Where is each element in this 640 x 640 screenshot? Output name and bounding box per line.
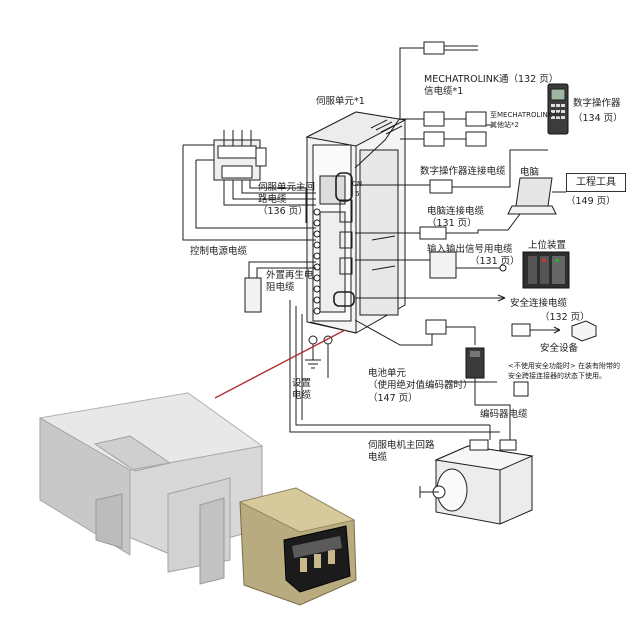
regen-resistor-label: 外置再生电	[266, 270, 314, 281]
pc-cable-label: 电脑连接电缆	[427, 206, 485, 217]
motor-cable-label-2: 电缆	[368, 452, 388, 463]
pc-cable-page: （131 页）	[427, 218, 477, 229]
main-circuit-cable-page: （136 页）	[258, 206, 308, 217]
mechatrolink-cable-label-2: 信电缆*1	[424, 86, 464, 97]
mechatrolink-connector-icon	[423, 41, 487, 147]
mechatrolink-iii-label: 至MECHATROLINK-III	[490, 111, 561, 119]
mechatrolink-cable-label: MECHATROLINK通（132 页）	[424, 74, 559, 85]
safety-plug-icon	[511, 320, 597, 397]
plc-host-icon	[522, 251, 570, 289]
safety-cable-label: 安全连接电缆	[510, 298, 568, 309]
laptop-icon	[507, 177, 566, 215]
battery-unit-page: （147 页）	[368, 393, 418, 404]
battery-unit-label-2: （使用绝对值编码器时）	[368, 380, 473, 391]
battery-unit-label: 电池单元	[368, 368, 407, 379]
digital-operator-icon	[547, 83, 569, 135]
cn6-port-label: 6	[355, 190, 360, 198]
control-power-cable-label: 控制电源电缆	[190, 246, 248, 257]
ieee1394-connector-photo	[38, 392, 357, 606]
pointer-line	[214, 329, 346, 399]
encoder-cable-label: 编码器电缆	[480, 409, 528, 420]
servo-drive-icon	[305, 111, 407, 334]
mechatrolink-iii-label-2: 其他站*2	[490, 121, 519, 129]
digital-operator-label: 数字操作器	[573, 98, 621, 109]
digital-operator-cable-label: 数字操作器连接电缆	[420, 166, 506, 177]
regen-resistor-label-2: 阻电缆	[266, 282, 295, 293]
cn-port-label: CN	[352, 180, 363, 188]
main-circuit-cable-label-2: 路电缆	[258, 194, 287, 205]
engineering-tool-page: （149 页）	[566, 196, 616, 207]
host-device-label: 上位装置	[528, 240, 567, 251]
safety-note-2: 安全跨接连接器的状态下使用。	[508, 372, 606, 380]
servo-motor-icon	[419, 439, 534, 525]
ground-cable-label: 设置	[292, 378, 312, 389]
servo-unit-label: 伺服单元*1	[316, 96, 365, 107]
safety-note: <不使用安全功能时> 在装有附带的	[508, 362, 620, 370]
computer-label: 电脑	[520, 167, 540, 178]
io-cable-label: 输入输出信号用电缆	[427, 244, 513, 255]
terminal-block	[308, 208, 333, 345]
magnetic-contactor-icon	[213, 130, 267, 181]
engineering-tool-box: 工程工具	[566, 173, 626, 192]
motor-cable-label: 伺服电机主回路	[368, 440, 435, 451]
main-circuit-cable-label: 伺服单元主回	[258, 182, 316, 193]
regen-resistor-icon	[244, 261, 316, 313]
safety-cable-page: （132 页）	[540, 312, 590, 323]
digital-operator-page: （134 页）	[573, 113, 623, 124]
io-cable-page: （131 页）	[470, 256, 520, 267]
safety-device-label: 安全设备	[540, 343, 579, 354]
ground-cable-label-2: 电缆	[292, 390, 312, 401]
battery-unit-icon	[465, 347, 485, 379]
